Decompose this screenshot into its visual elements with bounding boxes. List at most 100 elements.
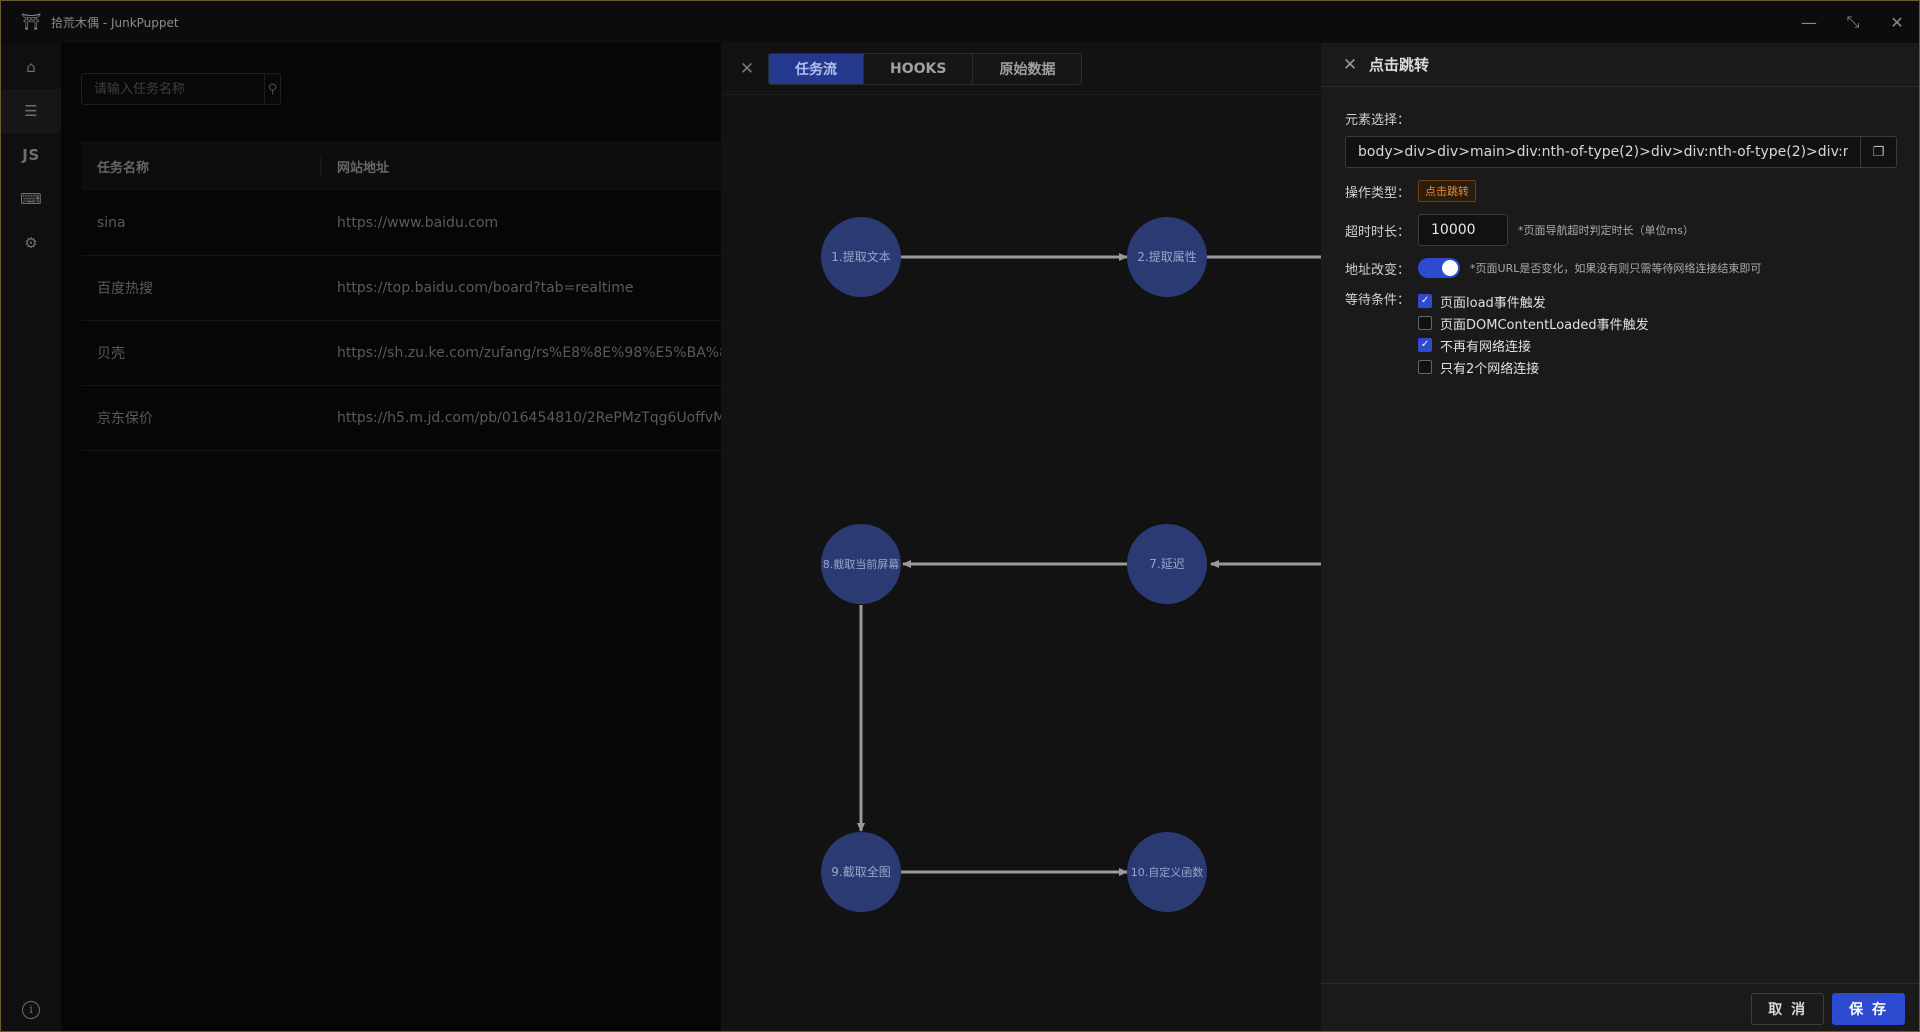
op-type-label: 操作类型： — [1345, 185, 1411, 201]
wait-option-load[interactable]: ✓ 页面load事件触发 — [1418, 290, 1649, 312]
toggle-knob — [1442, 260, 1459, 276]
table-row[interactable]: 贝壳 https://sh.zu.ke.com/zufang/rs%E8%8E%… — [81, 321, 721, 386]
flow-node-2[interactable]: 2.提取属性 — [1127, 217, 1207, 297]
flow-node-1[interactable]: 1.提取文本 — [821, 217, 901, 297]
tab-hooks[interactable]: HOOKS — [864, 54, 974, 84]
wait-option-networkidle0[interactable]: ✓ 不再有网络连接 — [1418, 334, 1649, 356]
config-title: 点击跳转 — [1369, 56, 1430, 74]
home-icon: ⌂ — [26, 58, 36, 76]
flow-tabs: 任务流 HOOKS 原始数据 — [768, 53, 1083, 85]
table-row[interactable]: 百度热搜 https://top.baidu.com/board?tab=rea… — [81, 256, 721, 321]
task-url: https://sh.zu.ke.com/zufang/rs%E8%8E%98%… — [337, 345, 721, 361]
config-footer: 取 消 保 存 — [1321, 983, 1919, 1031]
maximize-icon[interactable]: ⤡ — [1846, 12, 1860, 31]
close-window-icon[interactable]: ✕ — [1890, 12, 1904, 32]
config-header: ✕ 点击跳转 — [1321, 43, 1919, 87]
flow-node-8[interactable]: 8.截取当前屏幕 — [821, 524, 901, 604]
selector-input[interactable] — [1346, 137, 1860, 167]
checkbox-empty — [1418, 316, 1433, 330]
timeout-row: 超时时长： *页面导航超时判定时长（单位ms） — [1345, 214, 1901, 246]
flow-node-label: 8.截取当前屏幕 — [823, 557, 900, 571]
rail-home[interactable]: ⌂ — [1, 45, 61, 89]
timeout-hint: *页面导航超时判定时长（单位ms） — [1518, 224, 1694, 237]
flow-canvas: 1.提取文本 2.提取属性 7.延迟 8.截取当前屏幕 9.截取全图 10.自定… — [821, 217, 1321, 912]
rail-js[interactable]: JS — [1, 133, 61, 177]
flow-node-7[interactable]: 7.延迟 — [1127, 524, 1207, 604]
info-icon[interactable]: i — [22, 1001, 40, 1019]
task-table-header: 任务名称 网站地址 — [81, 141, 721, 191]
task-name: 贝壳 — [97, 346, 125, 362]
table-row[interactable]: 京东保价 https://h5.m.jd.com/pb/016454810/2R… — [81, 386, 721, 451]
config-form: 元素选择： ❐ 操作类型： 点击跳转 超时时长： *页面导航超时判定时长（单位m… — [1345, 109, 1901, 378]
flow-node-label: 10.自定义函数 — [1131, 865, 1204, 879]
search-icon[interactable]: ⚲ — [264, 74, 280, 104]
rail-bottom: i — [1, 1001, 61, 1019]
wait-options: ✓ 页面load事件触发 页面DOMContentLoaded事件触发 ✓ 不再… — [1418, 290, 1649, 378]
flow-node-label: 7.延迟 — [1149, 557, 1184, 571]
wait-option-label: 页面DOMContentLoaded事件触发 — [1440, 317, 1649, 333]
task-table: 任务名称 网站地址 sina https://www.baidu.com 百度热… — [81, 141, 721, 451]
rail-settings[interactable]: ⚙ — [1, 221, 61, 265]
cancel-button[interactable]: 取 消 — [1751, 992, 1825, 1025]
flow-node-label: 9.截取全图 — [831, 864, 890, 879]
tab-task-flow[interactable]: 任务流 — [769, 54, 864, 84]
task-name: 京东保价 — [97, 411, 153, 427]
task-url: https://top.baidu.com/board?tab=realtime — [337, 280, 634, 296]
wait-option-networkidle2[interactable]: 只有2个网络连接 — [1418, 356, 1649, 378]
url-change-toggle[interactable] — [1418, 258, 1461, 278]
flow-node-10[interactable]: 10.自定义函数 — [1127, 832, 1207, 912]
wait-conditions-row: 等待条件： ✓ 页面load事件触发 页面DOMContentLoaded事件触… — [1345, 290, 1901, 378]
rail-tasks[interactable]: ☰ — [1, 89, 61, 133]
task-url: https://h5.m.jd.com/pb/016454810/2RePMzT… — [337, 410, 721, 426]
list-icon: ☰ — [24, 102, 38, 120]
url-change-hint: *页面URL是否变化，如果没有则只需等待网络连接结束即可 — [1470, 262, 1762, 275]
js-label: JS — [22, 146, 40, 164]
check-icon: ✓ — [1418, 294, 1433, 308]
flow-node-label: 1.提取文本 — [831, 249, 890, 264]
task-url: https://www.baidu.com — [337, 215, 499, 231]
task-search-input[interactable] — [82, 74, 264, 104]
minimize-icon[interactable]: — — [1801, 12, 1817, 32]
window-controls: — ⤡ ✕ — [1787, 1, 1919, 43]
close-config-icon[interactable]: ✕ — [1342, 54, 1358, 75]
table-row[interactable]: sina https://www.baidu.com — [81, 191, 721, 256]
title-bar: ⛩ 拾荒木偶 - JunkPuppet — ⤡ ✕ — [1, 1, 1919, 43]
url-change-row: 地址改变： *页面URL是否变化，如果没有则只需等待网络连接结束即可 — [1345, 258, 1901, 278]
flow-node-9[interactable]: 9.截取全图 — [821, 832, 901, 912]
task-name: 百度热搜 — [97, 281, 153, 297]
url-change-label: 地址改变： — [1345, 262, 1411, 278]
wait-option-label: 只有2个网络连接 — [1440, 361, 1540, 377]
tab-raw-data[interactable]: 原始数据 — [973, 54, 1082, 84]
gear-icon: ⚙ — [24, 234, 38, 252]
flow-node-label: 2.提取属性 — [1137, 249, 1196, 264]
wait-label: 等待条件： — [1345, 293, 1411, 308]
checkbox-empty — [1418, 360, 1433, 374]
task-flow-panel: 1.提取文本 2.提取属性 7.延迟 8.截取当前屏幕 9.截取全图 10.自定… — [721, 43, 1321, 1031]
column-header-name: 任务名称 — [81, 156, 321, 176]
wait-option-label: 不再有网络连接 — [1440, 339, 1532, 355]
terminal-icon: ⌨ — [20, 190, 42, 208]
rail-terminal[interactable]: ⌨ — [1, 177, 61, 221]
flow-tabs-bar: ✕ 任务流 HOOKS 原始数据 — [721, 43, 1321, 95]
task-name: sina — [97, 215, 126, 231]
op-type-tag: 点击跳转 — [1418, 180, 1477, 202]
wait-option-domcontentloaded[interactable]: 页面DOMContentLoaded事件触发 — [1418, 312, 1649, 334]
copy-icon[interactable]: ❐ — [1860, 137, 1896, 167]
wait-option-label: 页面load事件触发 — [1440, 295, 1546, 311]
save-button[interactable]: 保 存 — [1832, 992, 1905, 1025]
timeout-input[interactable] — [1418, 214, 1509, 246]
column-header-url: 网站地址 — [337, 160, 390, 176]
side-rail: ⌂ ☰ JS ⌨ ⚙ i — [1, 43, 61, 1031]
app-logo-icon: ⛩ — [21, 12, 42, 31]
task-list-page: ⚲ 任务名称 网站地址 sina https://www.baidu.com 百… — [61, 43, 721, 1031]
check-icon: ✓ — [1418, 338, 1433, 352]
action-config-panel: ✕ 点击跳转 元素选择： ❐ 操作类型： 点击跳转 超时时长： *页面导航超时判… — [1321, 43, 1919, 1031]
op-type-row: 操作类型： 点击跳转 — [1345, 180, 1901, 202]
selector-label: 元素选择： — [1345, 113, 1411, 128]
task-search: ⚲ — [81, 73, 281, 105]
selector-field: ❐ — [1345, 136, 1897, 168]
close-flow-icon[interactable]: ✕ — [739, 59, 755, 79]
timeout-label: 超时时长： — [1345, 224, 1411, 240]
window-title: 拾荒木偶 - JunkPuppet — [51, 15, 179, 30]
